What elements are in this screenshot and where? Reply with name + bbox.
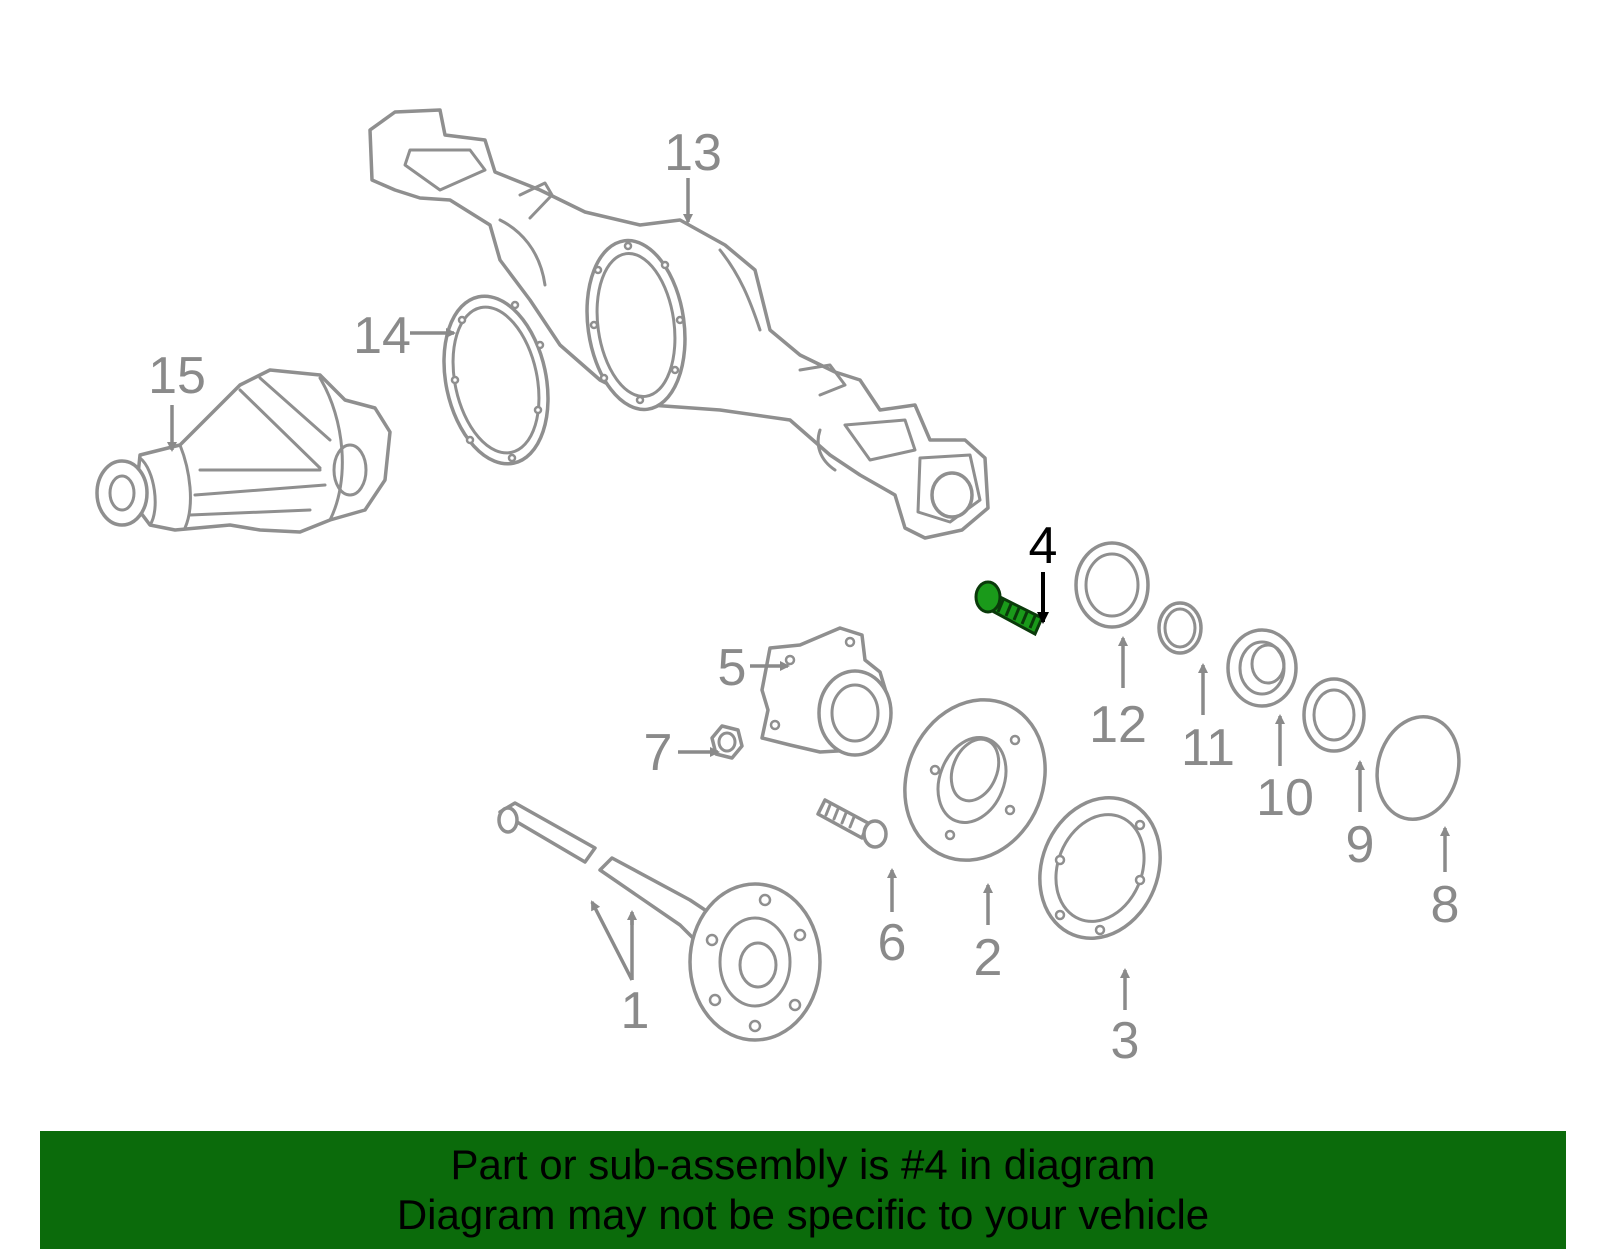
callout-1: 1	[621, 982, 650, 1040]
backing-plate-part-5[interactable]	[760, 626, 893, 757]
oil-seal-part-9[interactable]	[1302, 677, 1366, 753]
gasket-part-14[interactable]	[429, 286, 562, 473]
banner-line-disclaimer: Diagram may not be specific to your vehi…	[396, 1191, 1210, 1238]
axle-shaft-part-1[interactable]	[497, 801, 822, 1042]
callout-labels: 13 14 15 4 5 7 6 2 3 1 12 11 10 9 8	[148, 124, 1459, 1070]
bearing-part-10[interactable]	[1226, 628, 1298, 708]
callout-14: 14	[353, 307, 411, 365]
leader-lines	[167, 178, 1450, 1010]
callout-4: 4	[1029, 517, 1058, 575]
callout-11: 11	[1181, 719, 1235, 777]
differential-carrier-part-15[interactable]	[95, 368, 392, 534]
callout-15: 15	[148, 347, 206, 405]
callout-9: 9	[1346, 816, 1375, 874]
hub-bolt-part-6[interactable]	[816, 798, 888, 849]
retainer-plate-part-2[interactable]	[881, 678, 1069, 881]
bolt-part-4-highlighted[interactable]	[974, 580, 1044, 637]
callout-7: 7	[644, 724, 673, 782]
axle-housing-part-13[interactable]	[368, 108, 990, 540]
banner-line-part-number: Part or sub-assembly is #4 in diagram	[450, 1141, 1156, 1188]
callout-8: 8	[1431, 876, 1460, 934]
callout-13: 13	[664, 124, 722, 182]
callout-3: 3	[1111, 1012, 1140, 1070]
info-banner: Part or sub-assembly is #4 in diagram Di…	[40, 1131, 1566, 1249]
callout-5: 5	[718, 639, 747, 697]
callout-6: 6	[878, 914, 907, 972]
o-ring-part-8[interactable]	[1366, 707, 1470, 828]
oil-seal-part-12[interactable]	[1074, 541, 1150, 629]
gasket-part-3[interactable]	[1019, 780, 1180, 957]
callout-2: 2	[974, 929, 1003, 987]
snap-ring-part-11[interactable]	[1157, 601, 1203, 655]
callout-10: 10	[1256, 769, 1314, 827]
callout-12: 12	[1089, 696, 1147, 754]
